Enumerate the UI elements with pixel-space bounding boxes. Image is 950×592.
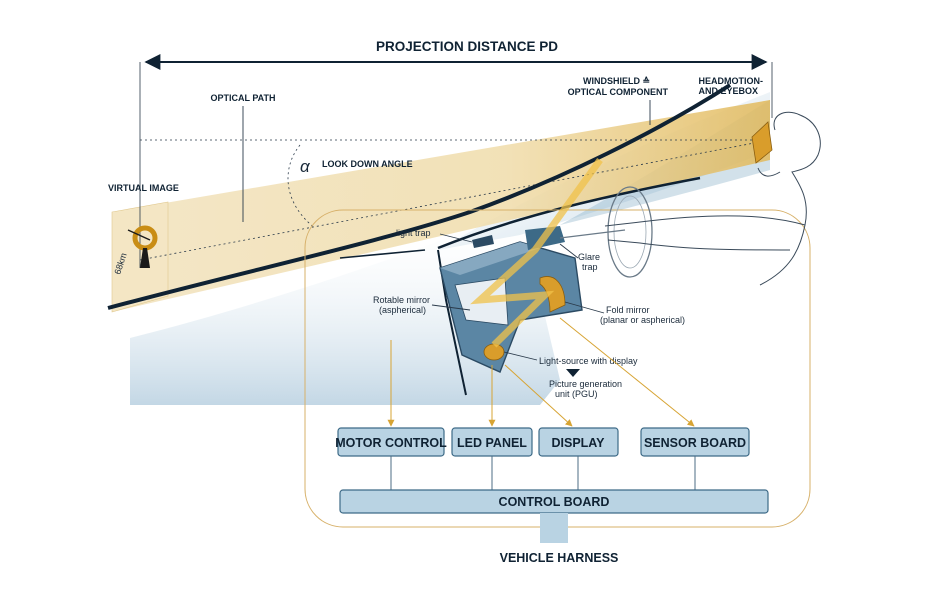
light-trap-label: light trap xyxy=(396,228,431,238)
hud-unit-top xyxy=(440,242,540,275)
pgu-label-2: unit (PGU) xyxy=(555,389,598,399)
glare-trap-label-2: trap xyxy=(582,262,598,272)
arrow-to-display xyxy=(504,364,573,427)
fold-mirror xyxy=(539,276,566,313)
eyebox xyxy=(751,121,773,164)
virtual-image-pin xyxy=(140,248,150,268)
control-board-label: CONTROL BOARD xyxy=(499,495,610,509)
headmotion-label-1: HEADMOTION- xyxy=(699,76,764,86)
diagram-title: PROJECTION DISTANCE PD xyxy=(376,39,558,54)
windshield-label-2: OPTICAL COMPONENT xyxy=(568,87,669,97)
optical-path-dotted-lower xyxy=(139,139,771,261)
glare-trap-leader xyxy=(559,243,579,259)
dashboard-shade xyxy=(130,210,560,405)
pgu-label-1: Picture generation xyxy=(549,379,622,389)
display-label: DISPLAY xyxy=(551,436,605,450)
pgu-triangle-icon xyxy=(566,369,580,377)
driver-outline xyxy=(604,111,821,286)
light-source-leader xyxy=(503,351,538,361)
steering-column xyxy=(559,229,626,239)
optical-path-label: OPTICAL PATH xyxy=(211,93,276,103)
rotable-mirror-label-1: Rotable mirror xyxy=(373,295,430,305)
light-source xyxy=(483,343,505,361)
rotable-mirror-leader xyxy=(431,304,471,311)
headmotion-label-2: AND EYEBOX xyxy=(698,86,758,96)
arrow-to-sensor-board xyxy=(559,317,695,427)
sensor-board-label: SENSOR BOARD xyxy=(644,436,746,450)
virtual-image-arrow xyxy=(127,229,151,241)
led-panel-label: LED PANEL xyxy=(457,436,527,450)
look-down-symbol: α xyxy=(300,157,311,176)
virtual-image-label: VIRTUAL IMAGE xyxy=(108,183,179,193)
light-source-label: Light-source with display xyxy=(539,356,638,366)
fold-mirror-leader xyxy=(564,301,605,314)
fold-mirror-label-1: Fold mirror xyxy=(606,305,650,315)
fold-mirror-label-2: (planar or aspherical) xyxy=(600,315,685,325)
light-trap xyxy=(472,235,494,248)
look-down-arc xyxy=(287,144,316,229)
light-trap-leader xyxy=(439,233,473,243)
look-down-angle-label: LOOK DOWN ANGLE xyxy=(322,159,413,169)
vehicle-harness-connector xyxy=(540,513,568,543)
windshield-label-1: WINDSHIELD ≙ xyxy=(583,76,650,86)
cowl-line xyxy=(437,249,467,396)
dashboard-top-line xyxy=(339,249,426,259)
glare-trap-label-1: Glare xyxy=(578,252,600,262)
motor-control-label: MOTOR CONTROL xyxy=(335,436,447,450)
rotable-mirror-label-2: (aspherical) xyxy=(379,305,426,315)
vehicle-harness-label: VEHICLE HARNESS xyxy=(500,551,619,565)
windshield-curve xyxy=(107,83,732,310)
internal-light-path xyxy=(470,157,603,348)
